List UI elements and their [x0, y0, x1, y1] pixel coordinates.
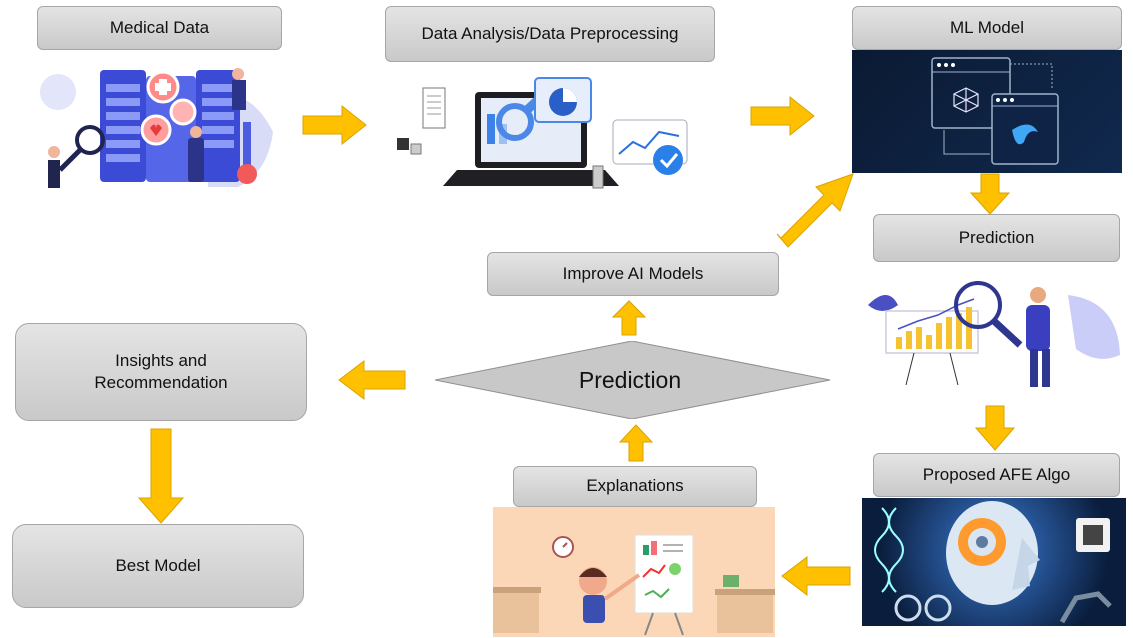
- improve-ai-label: Improve AI Models: [562, 263, 704, 283]
- arrow-down-pred: [975, 405, 1015, 451]
- arrow-right-2: [750, 96, 815, 136]
- arrow-diagonal-improve: [776, 173, 854, 248]
- data-analysis-label: Data Analysis/Data Preprocessing: [421, 23, 679, 43]
- explanations-label: Explanations: [586, 476, 684, 496]
- arrow-right-1: [302, 105, 367, 145]
- afe-algo-illustration: [862, 498, 1126, 626]
- explanations-illustration: [493, 507, 775, 637]
- arrow-down-ml: [970, 173, 1010, 215]
- ml-model-label: ML Model: [949, 17, 1024, 37]
- prediction-diamond: [435, 341, 830, 419]
- prediction-right-label: Prediction: [958, 227, 1035, 247]
- medical-data-box: Medical Data: [37, 6, 282, 50]
- prediction-right-box: Prediction: [873, 214, 1120, 262]
- arrow-up-prediction: [612, 300, 646, 336]
- prediction-center-label: Prediction: [578, 366, 682, 393]
- best-model-label: Best Model: [115, 555, 201, 575]
- medical-data-illustration: [38, 62, 278, 192]
- arrow-left-afe: [781, 556, 851, 596]
- insights-box: Insights and Recommendation: [15, 323, 307, 421]
- arrow-up-explanations: [619, 424, 653, 462]
- explanations-box: Explanations: [513, 466, 757, 507]
- arrow-left-prediction: [338, 360, 406, 400]
- prediction-illustration: [858, 265, 1128, 393]
- arrow-down-insights: [138, 428, 184, 524]
- ml-model-box: ML Model: [852, 6, 1122, 50]
- insights-label: Insights and Recommendation: [94, 350, 228, 392]
- proposed-afe-label: Proposed AFE Algo: [922, 464, 1071, 484]
- best-model-box: Best Model: [12, 524, 304, 608]
- data-analysis-box: Data Analysis/Data Preprocessing: [385, 6, 715, 62]
- improve-ai-box: Improve AI Models: [487, 252, 779, 296]
- data-analysis-illustration: [383, 70, 718, 200]
- medical-data-label: Medical Data: [109, 17, 210, 37]
- proposed-afe-box: Proposed AFE Algo: [873, 453, 1120, 497]
- ml-model-illustration: [852, 50, 1122, 173]
